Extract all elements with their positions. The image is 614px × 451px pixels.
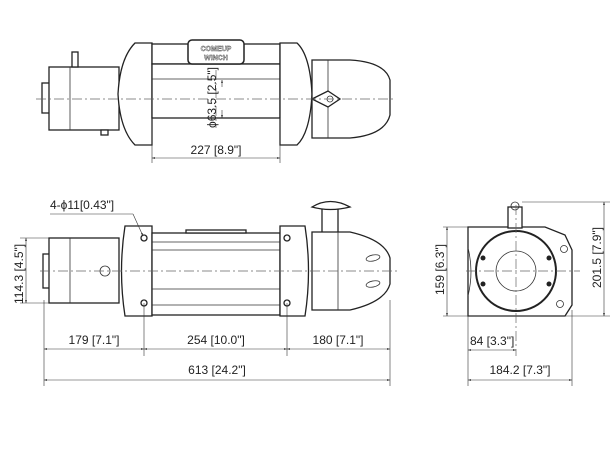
right-end-plate: [279, 42, 313, 146]
comeup-logo-plate: [187, 39, 245, 65]
mount-hole-icon: [283, 234, 291, 242]
center-offset-label: 84 [3.3"]: [470, 334, 514, 348]
height-label: 114.3 [4.5"]: [12, 244, 26, 304]
motor-housing: [48, 66, 120, 131]
drum-diameter-label: ϕ63.5 [2.5"]: [205, 67, 219, 128]
segment-right-label: 180 [7.1"]: [313, 333, 364, 347]
side-view: 159 [6.3"] 201.5 [7.9"] 84 [3.3"] 184.2 …: [433, 201, 610, 386]
terminal-post: [71, 51, 79, 68]
left-end-plate: [117, 42, 153, 146]
mount-hole-icon: [140, 234, 148, 242]
segment-middle-label: 254 [10.0"]: [187, 333, 245, 347]
clutch-handle-stem: [507, 206, 523, 229]
motor-housing: [48, 237, 120, 304]
overall-width-label: 184.2 [7.3"]: [490, 363, 551, 377]
bolt-icon: [560, 245, 568, 253]
overall-length-label: 613 [24.2"]: [188, 363, 246, 377]
drum-frame: [151, 232, 281, 316]
logo-text-line2: WINCH: [204, 55, 228, 62]
front-view: 4-ϕ11[0.43"] 114.3 [4.5"] 179 [7.1"] 254…: [12, 198, 398, 386]
body-height-label: 159 [6.3"]: [433, 244, 447, 295]
overall-height-label: 201.5 [7.9"]: [590, 227, 604, 288]
mount-holes-label: 4-ϕ11[0.43"]: [50, 198, 114, 212]
segment-left-label: 179 [7.1"]: [69, 333, 120, 347]
clutch-handle: [310, 200, 352, 211]
top-view: COMEUP WINCH ϕ63.5 [2.5"] 227 [8.9"]: [36, 39, 396, 163]
drum-length-label: 227 [8.9"]: [191, 143, 242, 157]
bolt-icon: [556, 300, 564, 308]
clutch-handle-stem: [321, 206, 339, 235]
logo-text-line1: COMEUP: [201, 46, 232, 53]
